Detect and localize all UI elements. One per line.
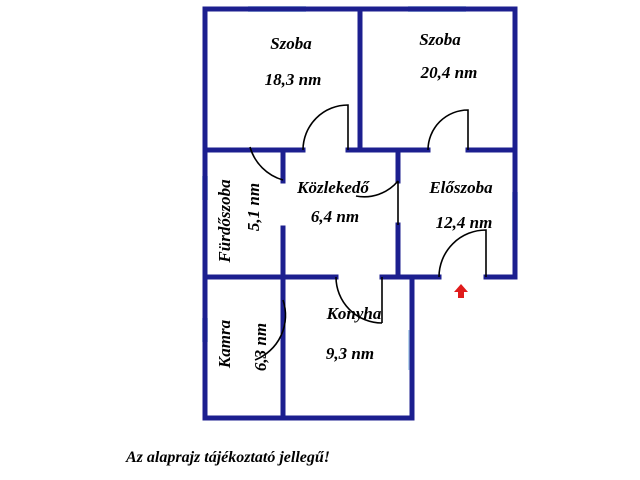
room-area-szoba-1: 18,3 nm (265, 70, 322, 89)
door-swing (302, 104, 349, 151)
room-area-kozlekedo: 6,4 nm (311, 207, 359, 226)
room-area-konyha: 9,3 nm (326, 344, 374, 363)
door-swing (438, 229, 487, 278)
room-name-kamra: Kamra (215, 319, 234, 369)
room-area-szoba-2: 20,4 nm (420, 63, 478, 82)
outer-wall (202, 6, 442, 421)
room-name-szoba-1: Szoba (270, 34, 312, 53)
door-swing (355, 180, 399, 225)
entrance-arrow-icon (454, 284, 468, 298)
room-name-szoba-2: Szoba (419, 30, 461, 49)
walls (202, 6, 518, 421)
door-swing (249, 146, 284, 181)
room-name-furdoszoba: Fürdőszoba (215, 179, 234, 264)
room-area-eloszoba: 12,4 nm (436, 213, 493, 232)
wall-eloszoba (395, 222, 415, 280)
room-area-furdoszoba: 5,1 nm (244, 183, 263, 231)
door-swing (254, 299, 287, 361)
arrow-head (454, 284, 468, 298)
room-area-kamra: 6,3 nm (251, 323, 270, 371)
doors (249, 104, 487, 361)
room-name-konyha: Konyha (326, 304, 382, 323)
disclaimer-note: Az alaprajz tájékoztató jellegű! (126, 449, 331, 466)
door-swing (335, 276, 383, 324)
door-swing (427, 109, 469, 151)
room-name-eloszoba: Előszoba (428, 178, 493, 197)
room-name-kozlekedo: Közlekedő (296, 178, 370, 197)
